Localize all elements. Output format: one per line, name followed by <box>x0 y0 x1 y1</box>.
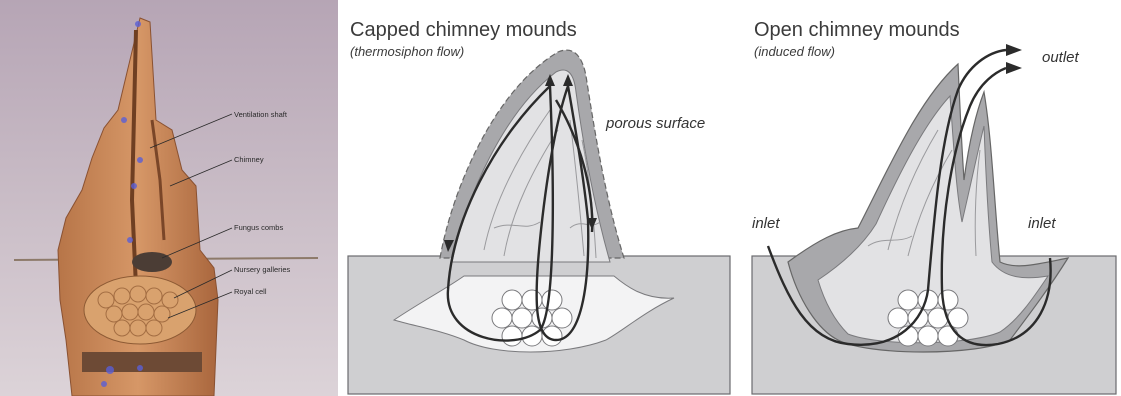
fungus-combs-cluster <box>132 252 172 272</box>
capped-mound-panel: Capped chimney mounds (thermosiphon flow… <box>344 0 736 396</box>
open-cell-cluster <box>888 290 968 346</box>
callout-royal-cell: Royal cell <box>234 287 267 296</box>
cell-cluster <box>492 290 572 346</box>
mound-photo: Ventilation shaft Chimney Fungus combs N… <box>0 0 338 396</box>
outlet-label: outlet <box>1042 49 1080 66</box>
callout-chimney: Chimney <box>234 155 264 164</box>
capped-mound-diagram: Capped chimney mounds (thermosiphon flow… <box>344 0 736 396</box>
mound-photo-panel: Ventilation shaft Chimney Fungus combs N… <box>0 0 338 396</box>
callout-nursery-galleries: Nursery galleries <box>234 265 291 274</box>
callout-fungus-combs: Fungus combs <box>234 223 283 232</box>
inlet-left-label: inlet <box>752 215 780 232</box>
porous-surface-label: porous surface <box>605 115 705 132</box>
open-mound-panel: Open chimney mounds (induced flow) outle… <box>748 0 1121 396</box>
capped-title: Capped chimney mounds <box>350 19 577 41</box>
capped-subtitle: (thermosiphon flow) <box>350 44 464 59</box>
open-subtitle: (induced flow) <box>754 44 835 59</box>
outlet-arrow-bottom <box>1006 62 1022 74</box>
open-mound-diagram: Open chimney mounds (induced flow) outle… <box>748 0 1121 396</box>
outlet-arrow-top <box>1006 44 1022 56</box>
callout-ventilation-shaft: Ventilation shaft <box>234 110 288 119</box>
inlet-right-label: inlet <box>1028 215 1056 232</box>
outlet-arrowheads <box>1006 44 1022 74</box>
open-title: Open chimney mounds <box>754 19 960 41</box>
